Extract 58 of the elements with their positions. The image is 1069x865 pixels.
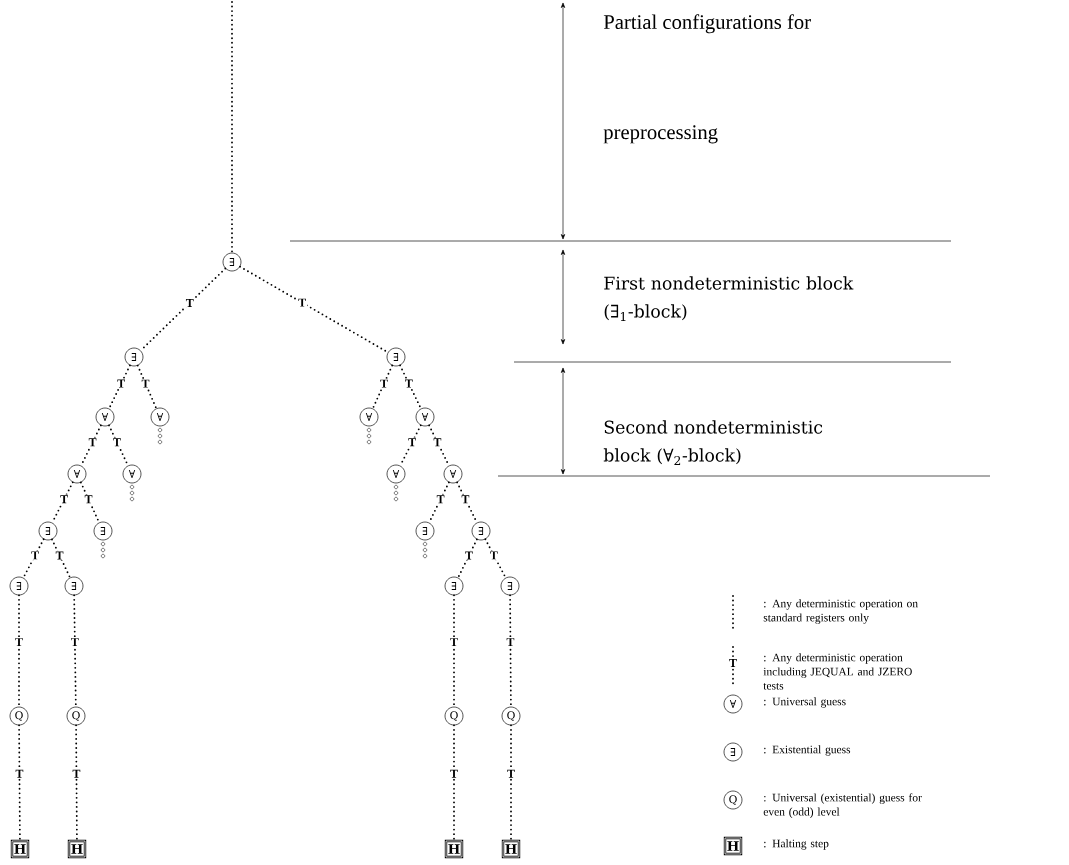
edge-label: T [435, 494, 446, 504]
dotted-edge [510, 724, 512, 842]
edge-label: T [116, 378, 126, 389]
dotted-edge [22, 538, 45, 579]
edge-label: T [14, 769, 25, 779]
dotted-edge [51, 538, 71, 579]
legend-text: : Halting step [764, 839, 829, 850]
halting-box: H [444, 839, 464, 859]
edge-label: T [140, 378, 151, 389]
edge-label: T [489, 550, 499, 561]
annotation-text: preprocessing [603, 125, 718, 144]
edge-label: T [297, 297, 307, 308]
dotted-edge [453, 594, 455, 708]
dotted-edge [509, 594, 512, 708]
edge-label: T [379, 378, 389, 389]
dotted-edge [239, 265, 389, 354]
edge-label: T [449, 769, 459, 779]
halting-box: H [501, 839, 521, 859]
edge-label: T [112, 437, 122, 448]
edge-label: T [59, 494, 69, 504]
edge-label: T [449, 637, 459, 647]
edge-label: T [71, 769, 82, 779]
annotation-text: Second nondeterministic block (∀$_{2}$-block) [603, 420, 823, 465]
dotted-edge [371, 364, 394, 410]
edge-label: T [506, 769, 516, 779]
legend-text: : Universal guess [764, 697, 846, 708]
annotation-text: Partial configurations for [603, 14, 811, 34]
dotted-edge [231, 1, 233, 254]
edge-label: T [505, 637, 516, 647]
halting-box: H [67, 839, 87, 859]
edge-label: T [404, 378, 414, 389]
legend-text: : Any deterministic operation on standard registers only [763, 599, 918, 624]
dotted-edge [457, 538, 478, 579]
edge-label: T [432, 437, 443, 447]
edge-label: T [70, 637, 80, 647]
halting-box: H [10, 839, 30, 859]
dotted-edge [108, 364, 131, 410]
edge-label: T [54, 550, 65, 561]
dotted-edge [453, 724, 455, 842]
edge-label: T [30, 550, 40, 561]
dotted-edge [484, 538, 507, 579]
dotted-edge [18, 594, 20, 708]
dotted-edge [399, 364, 422, 410]
edge-label: T [184, 298, 195, 308]
edge-label: T [407, 437, 417, 447]
legend-text: : Existential guess [764, 745, 851, 756]
edge-label: T [87, 437, 98, 447]
annotation-text: First nondeterministic block (∃$_{1}$-block) [604, 276, 854, 321]
edge-label: T [83, 494, 94, 505]
edge-label: T [460, 494, 471, 504]
legend-text: : Any deterministic operation including JEQUAL and JZERO tests [763, 653, 912, 690]
dotted-edge [75, 724, 78, 842]
dotted-edge [18, 724, 21, 842]
edge-label: T [464, 550, 474, 561]
dotted-edge [136, 364, 158, 410]
dotted-edge [73, 594, 77, 708]
legend-text: : Universal (existential) guess for even (odd) level [763, 793, 922, 818]
edge-label: T [14, 637, 24, 647]
